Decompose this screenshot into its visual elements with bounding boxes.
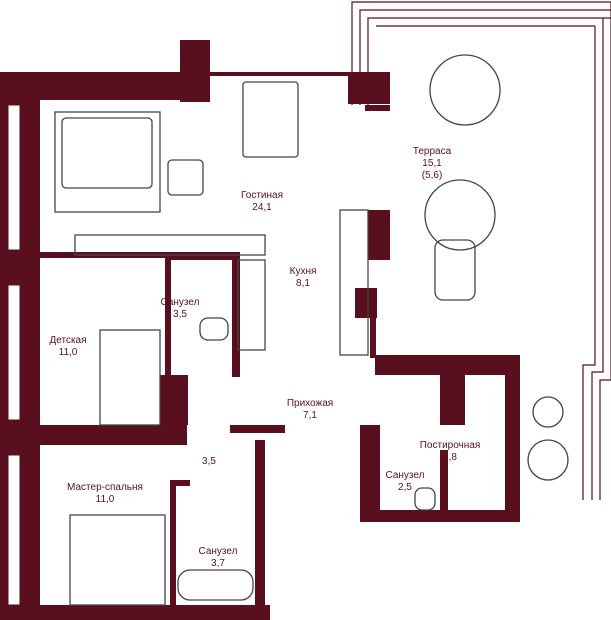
- room-area-reduced: (5,6): [421, 170, 443, 181]
- room-area: 3,5: [173, 309, 187, 320]
- room-area: 7,1: [303, 410, 317, 421]
- grill-top: [532, 396, 564, 428]
- toilet: [199, 317, 229, 341]
- room-label-master-bedroom: Мастер-спальня 11,0: [67, 482, 143, 506]
- room-label-terrace: Терраса 15,1 (5,6): [413, 146, 451, 182]
- room-area: 8,1: [296, 278, 310, 289]
- room-name: Постирочная: [419, 440, 481, 451]
- sofa: [61, 117, 153, 189]
- room-area: 11,0: [58, 347, 78, 358]
- room-label-corridor: 3,5: [202, 456, 216, 468]
- umbrella: [429, 54, 501, 126]
- grill: [527, 439, 569, 481]
- toilet: [414, 487, 436, 511]
- room-label-kids: Детская 11,0: [49, 335, 86, 359]
- dining-table: [242, 81, 299, 158]
- room-label-bathroom-2: Санузел 2,5: [386, 470, 425, 494]
- room-area: 11,0: [95, 494, 115, 505]
- room-name: Терраса: [412, 146, 452, 157]
- room-area: 3,5: [202, 456, 216, 467]
- kitchen-unit: [237, 259, 266, 351]
- room-name: Санузел: [160, 297, 200, 308]
- room-label-hallway: Прихожая 7,1: [287, 398, 333, 422]
- room-label-bathroom-3: Санузел 3,7: [199, 546, 238, 570]
- rug: [54, 111, 161, 213]
- room-area: 1,8: [443, 452, 457, 463]
- kids-bed: [99, 329, 161, 426]
- room-name: Мастер-спальня: [67, 482, 143, 493]
- walls: [0, 40, 520, 620]
- room-label-bathroom-1: Санузел 3,5: [161, 297, 200, 321]
- terrace-railing: [351, 1, 611, 500]
- lounge-sofa: [434, 239, 476, 301]
- double-bed: [69, 514, 166, 606]
- room-name: Прихожая: [286, 398, 334, 409]
- room-name: Детская: [49, 335, 87, 346]
- room-area: 15,1: [422, 158, 442, 169]
- furniture: [54, 54, 569, 606]
- armchair: [167, 159, 204, 196]
- room-name: Гостиная: [241, 190, 283, 201]
- room-label-laundry: Постирочная 1,8: [420, 440, 481, 464]
- room-area: 2,5: [398, 482, 412, 493]
- room-area: 24,1: [252, 202, 272, 213]
- kitchen-counter: [339, 209, 369, 356]
- bathtub: [177, 569, 254, 601]
- room-name: Кухня: [289, 266, 317, 277]
- room-label-kitchen: Кухня 8,1: [290, 266, 317, 290]
- room-name: Санузел: [198, 546, 238, 557]
- umbrella: [424, 179, 496, 251]
- tv-stand: [74, 234, 266, 256]
- room-label-living: Гостиная 24,1: [241, 190, 283, 214]
- room-name: Санузел: [385, 470, 425, 481]
- room-area: 3,7: [211, 558, 225, 569]
